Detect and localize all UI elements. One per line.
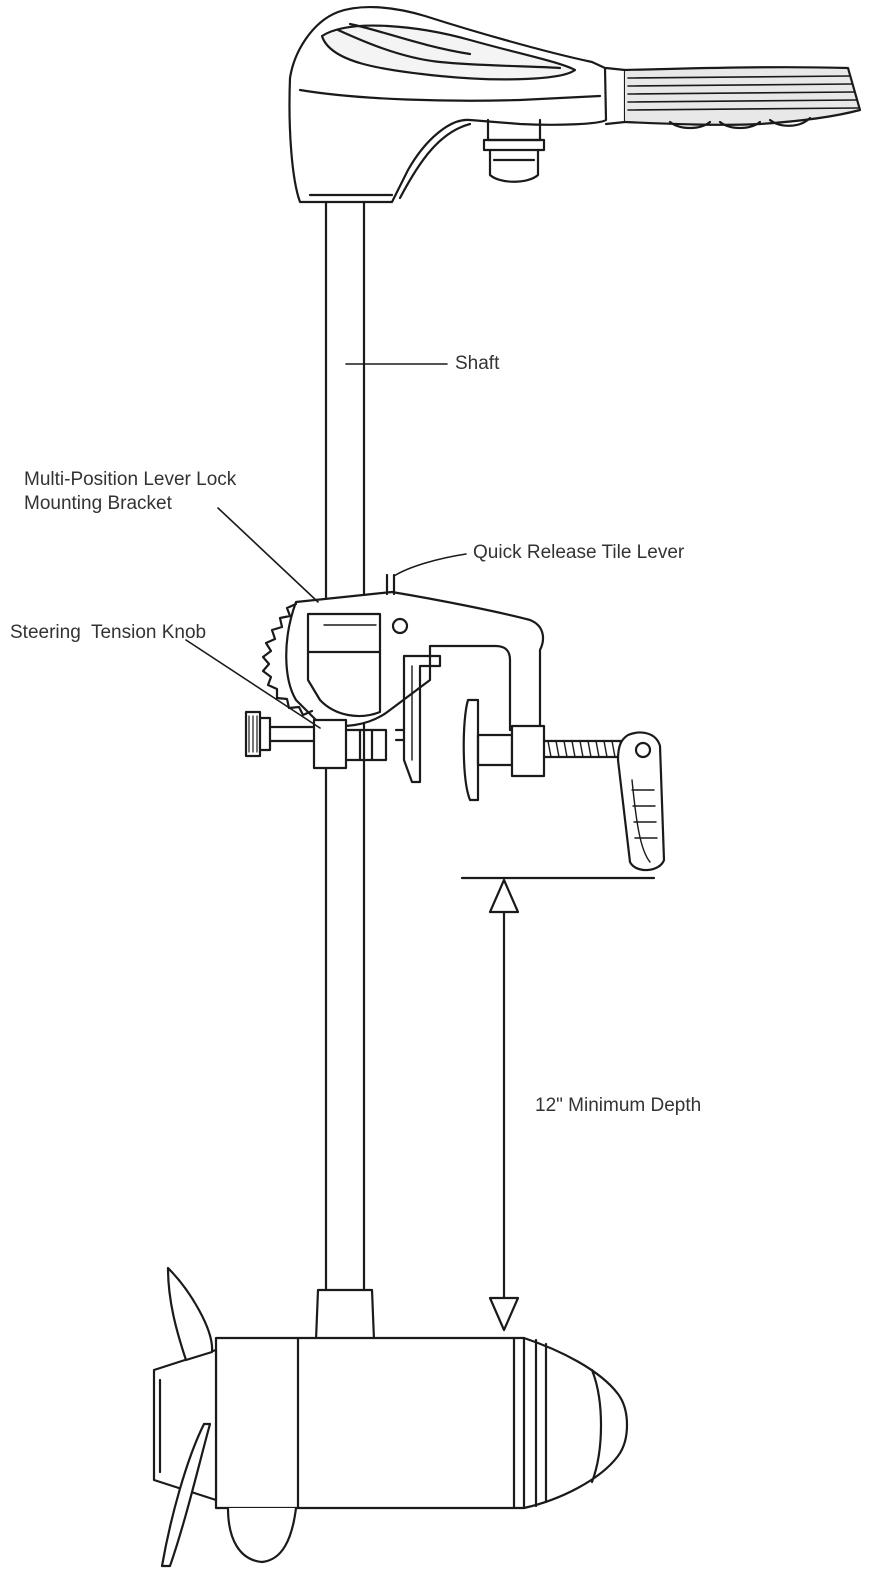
shaft-label: Shaft <box>455 353 500 374</box>
mounting-bracket <box>261 573 545 784</box>
minimum-depth-label: 12" Minimum Depth <box>535 1095 702 1116</box>
steering-tension-knob <box>244 710 388 770</box>
control-head <box>288 5 608 204</box>
clamp-screw <box>462 698 666 872</box>
tiller-handle <box>604 66 862 130</box>
mounting-bracket-label: Multi-Position Lever Lock Mounting Brack… <box>24 468 236 516</box>
motor-unit <box>152 1266 628 1568</box>
mounting-bracket-label-line1: Multi-Position Lever Lock <box>24 469 237 490</box>
leader-lines <box>185 363 467 729</box>
depth-indicator <box>460 876 656 1332</box>
mounting-bracket-label-line2: Mounting Bracket <box>24 492 172 514</box>
quick-release-lever-label: Quick Release Tile Lever <box>473 542 685 563</box>
steering-tension-knob-label: Steering Tension Knob <box>10 622 207 643</box>
